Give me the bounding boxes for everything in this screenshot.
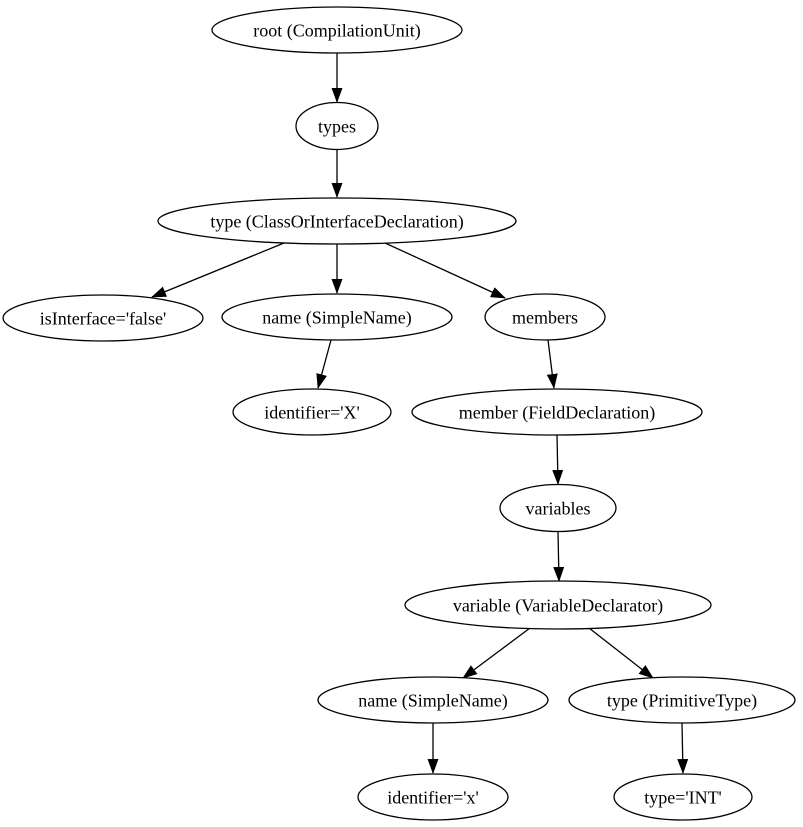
node-type-class-label: type (ClassOrInterfaceDeclaration) — [210, 211, 463, 232]
node-member-field-ellipse — [411, 388, 703, 436]
node-root-label: root (CompilationUnit) — [253, 20, 420, 41]
edge-variables-to-variable-declarator — [553, 531, 565, 582]
edge-name-simple-1-to-identifier-upper — [316, 339, 332, 389]
edge-type-primitive-to-type-int — [677, 722, 689, 774]
node-identifier-lower-x: identifier='x' — [357, 773, 509, 821]
node-isinterface-label: isInterface='false' — [40, 308, 167, 328]
node-identifier-upper-label: identifier='X' — [264, 402, 360, 422]
node-name-simple-2-label: name (SimpleName) — [358, 690, 507, 711]
node-type-class-ellipse — [157, 197, 517, 245]
edge-variable-declarator-to-type-primitive — [588, 627, 654, 679]
node-type-classorinterfacedeclaration: type (ClassOrInterfaceDeclaration) — [157, 197, 517, 245]
edge-layer — [151, 53, 689, 774]
node-name-simplename-2: name (SimpleName) — [317, 676, 549, 724]
node-members-label: members — [512, 307, 578, 327]
node-identifier-upper-ellipse — [232, 388, 392, 436]
edge-members-to-member-field — [546, 339, 558, 389]
edge-variable-declarator-to-name-simple-2 — [462, 627, 531, 679]
node-variables-ellipse — [499, 483, 617, 533]
node-isinterface-false: isInterface='false' — [2, 294, 204, 342]
node-type-int-ellipse — [613, 773, 753, 821]
edge-type-class-to-members — [384, 242, 506, 299]
node-member-fielddeclaration: member (FieldDeclaration) — [411, 388, 703, 436]
node-type-primitive-label: type (PrimitiveType) — [607, 690, 757, 711]
node-member-field-label: member (FieldDeclaration) — [459, 402, 655, 423]
node-types-label: types — [318, 116, 356, 136]
node-identifier-upper-x: identifier='X' — [232, 388, 392, 436]
node-identifier-lower-ellipse — [357, 773, 509, 821]
node-root-compilationunit: root (CompilationUnit) — [211, 6, 463, 54]
node-variable-declarator-label: variable (VariableDeclarator) — [453, 595, 663, 616]
node-identifier-lower-label: identifier='x' — [387, 787, 479, 807]
node-isinterface-ellipse — [2, 294, 204, 342]
node-variables: variables — [499, 483, 617, 533]
node-types: types — [295, 101, 379, 151]
node-name-simple-2-ellipse — [317, 676, 549, 724]
node-members-ellipse — [484, 293, 606, 341]
node-type-primitive-ellipse — [568, 676, 796, 724]
edge-type-class-to-isinterface — [151, 242, 285, 298]
node-root-ellipse — [211, 6, 463, 54]
node-variable-variabledeclarator: variable (VariableDeclarator) — [404, 580, 712, 630]
node-types-ellipse — [295, 101, 379, 151]
node-name-simple-1-ellipse — [221, 293, 453, 341]
node-type-int: type='INT' — [613, 773, 753, 821]
node-variable-declarator-ellipse — [404, 580, 712, 630]
node-members: members — [484, 293, 606, 341]
node-type-int-label: type='INT' — [644, 787, 722, 807]
node-variables-label: variables — [526, 498, 591, 518]
node-type-primitivetype: type (PrimitiveType) — [568, 676, 796, 724]
edge-member-field-to-variables — [552, 434, 564, 485]
node-name-simple-1-label: name (SimpleName) — [262, 307, 411, 328]
node-name-simplename-1: name (SimpleName) — [221, 293, 453, 341]
